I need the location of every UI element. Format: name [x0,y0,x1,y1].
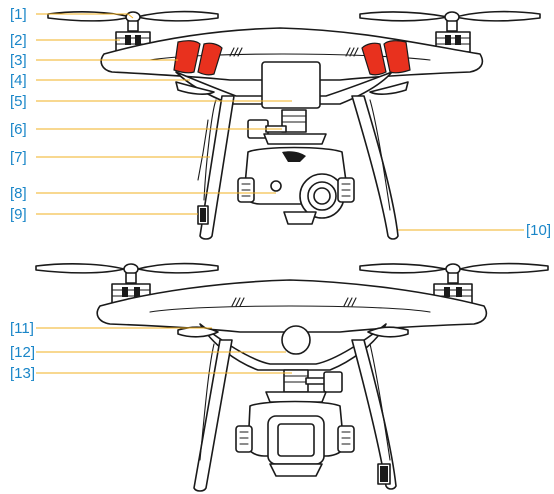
callout-7: [7] [10,149,27,166]
body-shell-rear [96,279,488,371]
leader-lines [36,13,524,374]
callout-6: [6] [10,121,27,138]
propeller-left [47,10,219,32]
callout-3: [3] [10,52,27,69]
arm-tip-left [175,81,215,95]
connector-port-right [377,463,391,485]
callout-5: [5] [10,93,27,110]
led-band-right [361,40,411,76]
propeller-right [359,10,541,32]
propeller-left-rear [35,262,219,284]
callout-11: [11] [10,320,34,337]
callout-13: [13] [10,365,35,382]
callout-9: [9] [10,206,27,223]
drone-rear-view [35,262,549,492]
drone-front-view [47,10,541,240]
landing-gear-front [197,95,399,240]
callout-labels: [1] [2] [3] [4] [5] [6] [7] [8] [9] [10]… [10,6,551,382]
landing-gear-rear [193,339,397,492]
callout-1: [1] [10,6,27,23]
gimbal-camera-front [237,109,355,225]
connector-port-left [197,205,209,225]
callout-10: [10] [526,222,551,239]
callout-8: [8] [10,185,27,202]
body-shell [100,27,484,109]
gimbal-camera-rear [235,369,355,477]
callout-2: [2] [10,32,27,49]
propeller-right-rear [359,262,549,284]
callout-12: [12] [10,344,35,361]
callout-4: [4] [10,72,27,89]
led-band-left [173,40,223,76]
arm-tip-right-rear [367,326,409,338]
leader-1 [36,13,134,19]
arm-tip-right [369,81,409,95]
